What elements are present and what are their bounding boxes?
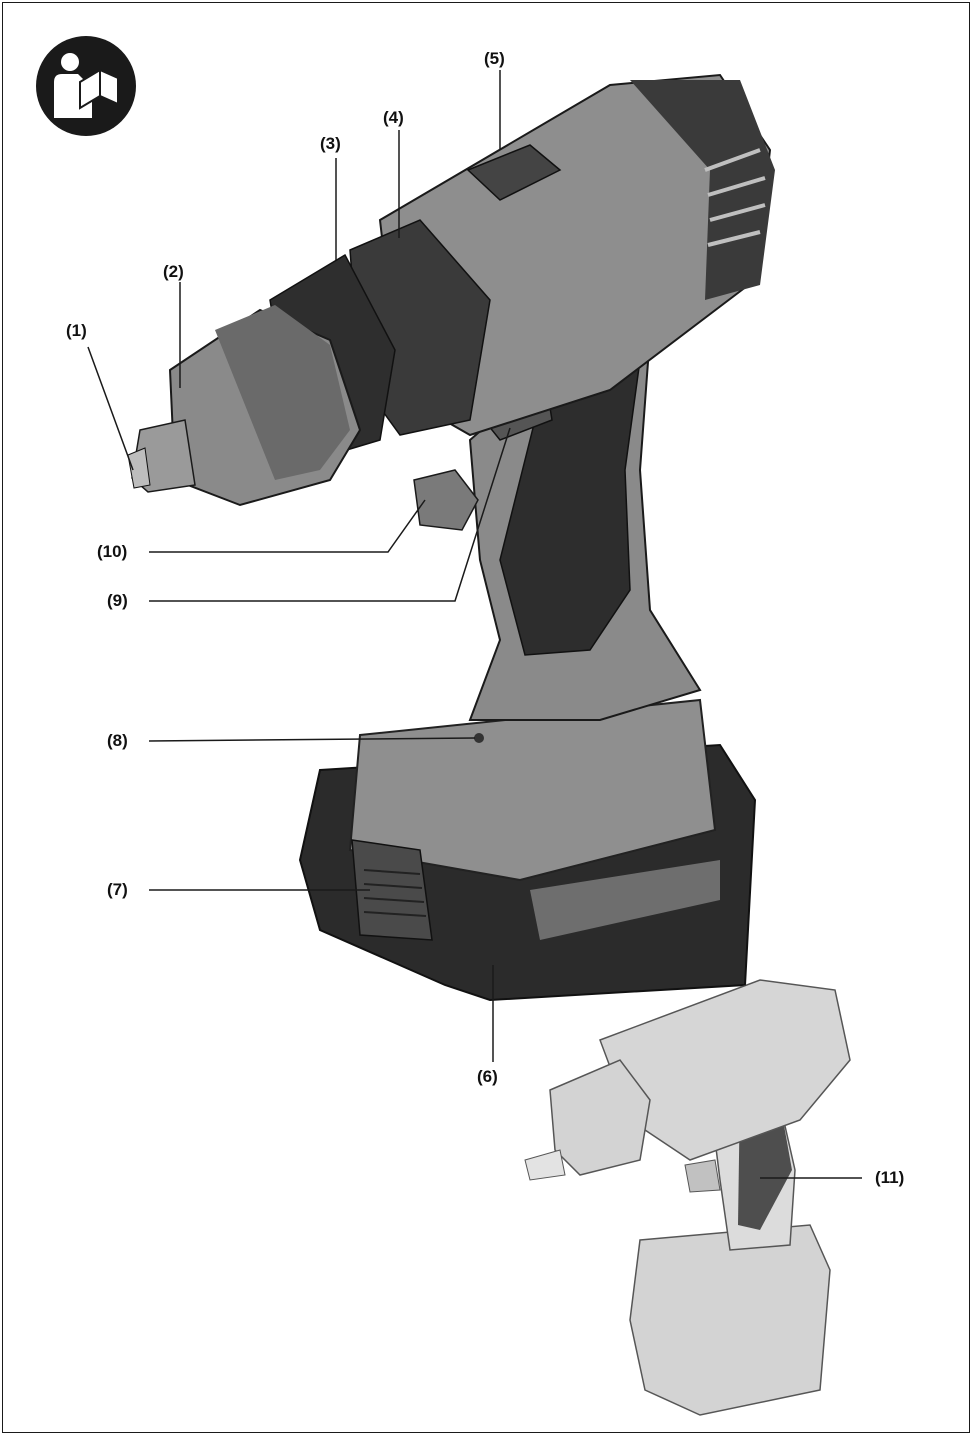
callout-2: (2)	[163, 262, 184, 281]
callout-3: (3)	[320, 134, 341, 153]
trigger	[413, 469, 479, 531]
leader-8	[148, 737, 476, 742]
rubber-grip	[499, 358, 641, 656]
secondary-drill	[524, 979, 851, 1416]
read-manual-icon	[36, 36, 136, 136]
callout-1: (1)	[66, 321, 87, 340]
gear-selector	[466, 144, 562, 201]
callout-8: (8)	[107, 731, 128, 750]
leader-1	[87, 346, 134, 471]
leader-10	[149, 499, 426, 553]
callout-6: (6)	[477, 1067, 498, 1086]
callout-9: (9)	[107, 591, 128, 610]
callout-7: (7)	[107, 880, 128, 899]
led-light	[474, 733, 484, 743]
leader-lines	[87, 70, 862, 1179]
callout-10: (10)	[97, 542, 128, 561]
callout-4: (4)	[383, 108, 404, 127]
main-drill	[127, 73, 775, 1002]
leader-9	[149, 427, 511, 602]
bit-holder	[127, 447, 151, 489]
callout-5: (5)	[484, 49, 505, 68]
callout-11: (11)	[875, 1168, 905, 1187]
